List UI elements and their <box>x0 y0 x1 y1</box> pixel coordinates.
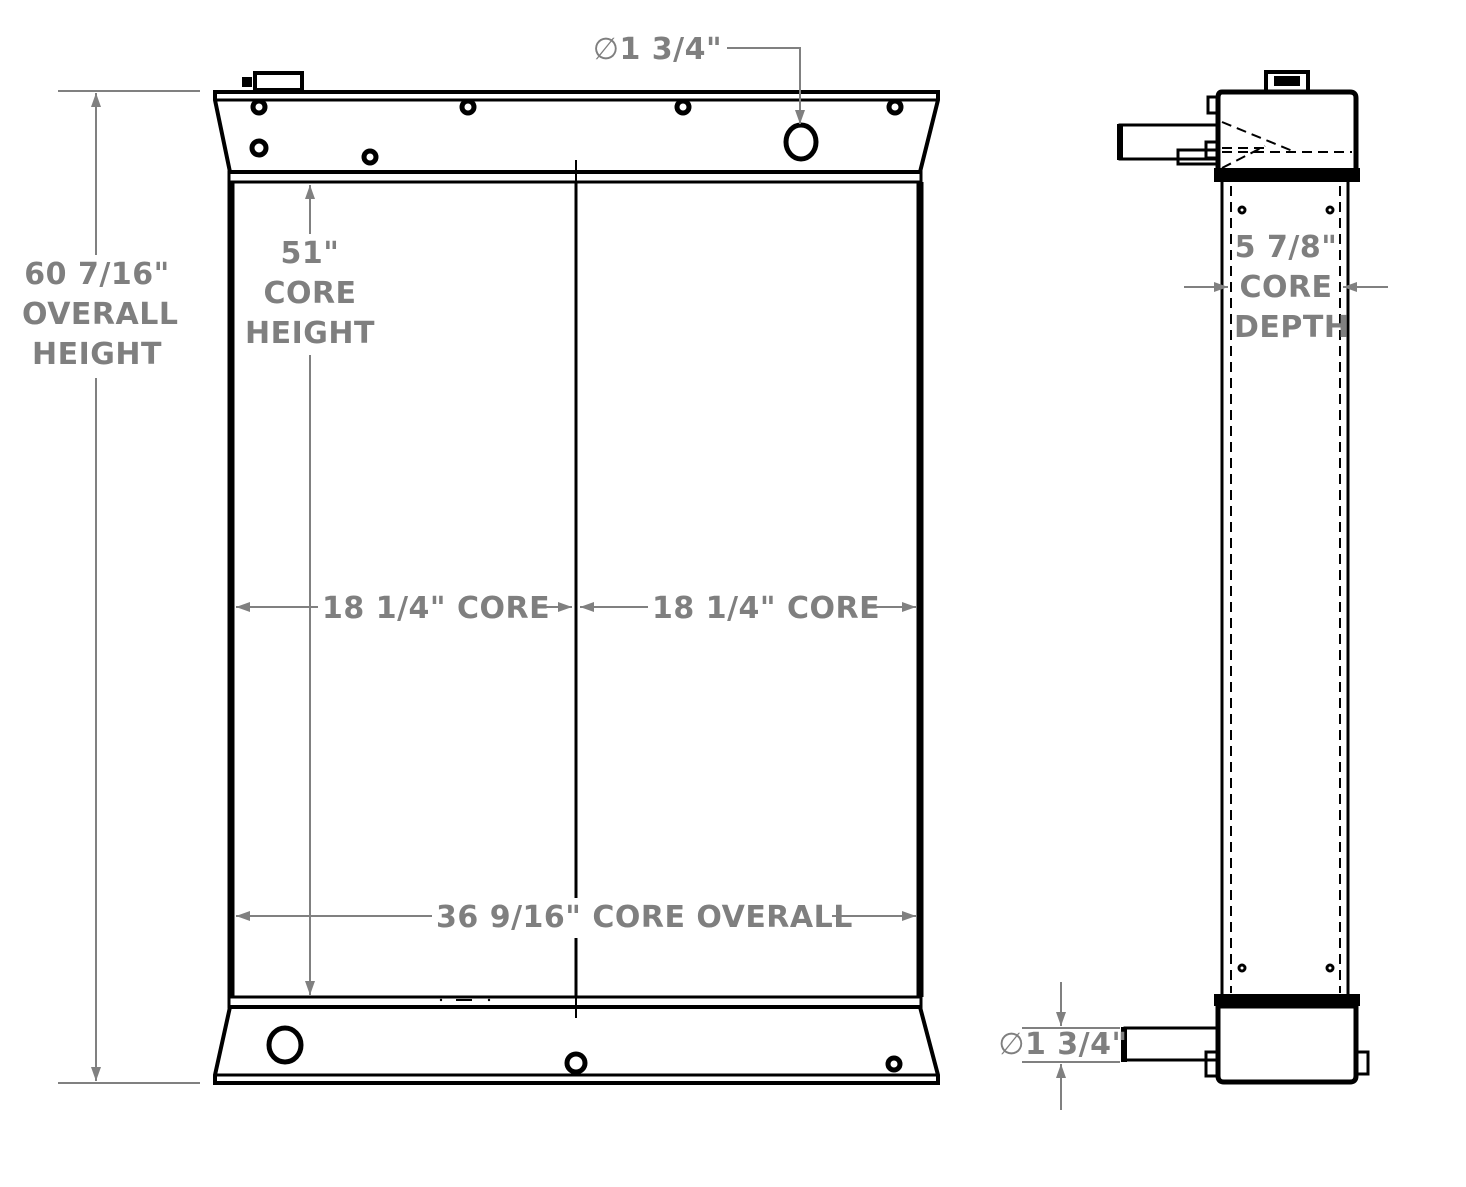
bottom-tank <box>213 995 940 1085</box>
inlet-port <box>783 122 819 162</box>
overall-height-value: 60 7/16" <box>24 257 170 292</box>
front-view <box>58 47 940 1085</box>
core-height-value: 51" <box>280 236 340 271</box>
core-right-width-label: 18 1/4" CORE <box>652 589 880 629</box>
outlet-diameter-dimension <box>1022 982 1120 1110</box>
diameter-symbol-icon: ∅ <box>592 32 620 67</box>
core-depth-line2: DEPTH <box>1234 310 1350 345</box>
core-height-line2: HEIGHT <box>245 316 375 351</box>
core-left-width-label: 18 1/4" CORE <box>322 589 550 629</box>
outlet-port <box>266 1025 304 1065</box>
overall-height-dimension <box>58 90 200 1084</box>
outlet-diameter-label: ∅1 3/4" <box>998 1025 1128 1065</box>
inlet-diameter-value: 1 3/4" <box>619 32 723 67</box>
inlet-diameter-leader <box>727 47 805 124</box>
inlet-diameter-label: ∅1 3/4" <box>590 30 725 70</box>
overall-height-line1: OVERALL <box>22 297 179 332</box>
core-height-line1: CORE <box>263 276 357 311</box>
diameter-symbol-icon: ∅ <box>998 1027 1025 1062</box>
overall-height-line2: HEIGHT <box>32 337 162 372</box>
core <box>227 160 924 1018</box>
side-core <box>1220 182 1350 997</box>
overall-height-label: 60 7/16" OVERALL HEIGHT <box>22 255 179 375</box>
core-depth-line1: CORE <box>1239 270 1333 305</box>
core-overall-label: 36 9/16" CORE OVERALL <box>436 898 852 938</box>
core-depth-label: 5 7/8" CORE DEPTH <box>1234 228 1350 348</box>
core-depth-value: 5 7/8" <box>1234 230 1338 265</box>
side-view <box>1022 70 1388 1110</box>
filler-cap-icon <box>242 71 304 92</box>
outlet-diameter-value: 1 3/4" <box>1024 1027 1128 1062</box>
core-height-label: 51" CORE HEIGHT <box>245 234 375 354</box>
side-bottom-tank <box>1121 994 1370 1085</box>
side-top-tank <box>1117 70 1360 182</box>
